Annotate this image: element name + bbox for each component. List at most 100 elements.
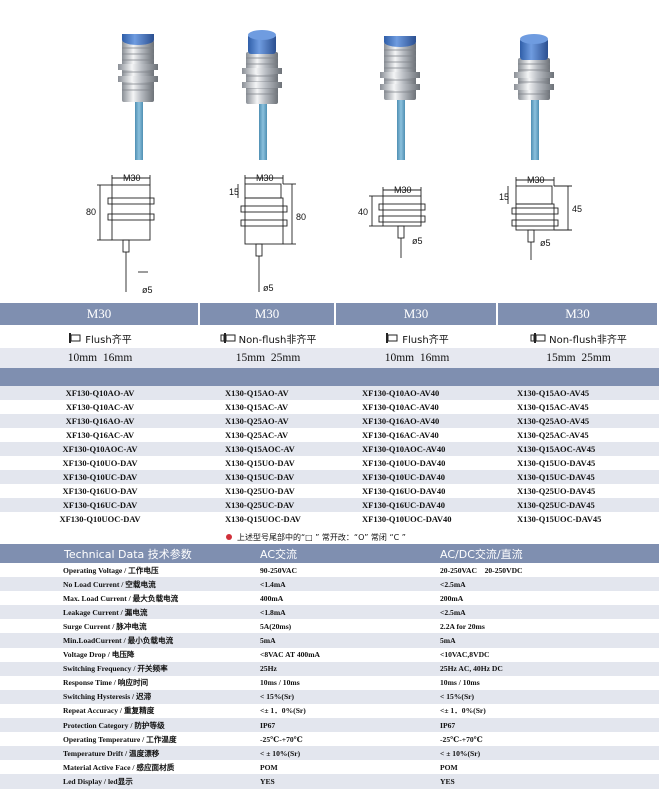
spec-acdc-value: <2.5mA: [440, 607, 466, 617]
part-number: X130-Q25AC-AV: [225, 430, 289, 440]
part-number: X130-Q15UC-DAV45: [517, 472, 595, 482]
drawing-1-80: 80: [86, 207, 96, 217]
part-number: XF130-Q16AC-AV40: [362, 430, 439, 440]
spec-acdc-value: 5mA: [440, 636, 456, 646]
drawing-4-phi5: ø5: [540, 238, 551, 248]
part-number: XF130-Q10AC-AV: [65, 402, 135, 412]
part-number: XF130-Q16AO-AV: [65, 416, 135, 426]
range-cell: 10mm 16mm: [384, 352, 450, 364]
part-number: XF130-Q10UOC-DAV40: [362, 514, 452, 524]
spec-ac-value: <± 1．0%(Sr): [260, 706, 306, 716]
mount-type-row: Flush齐平 Non-flush非齐平 Flush齐平 Non-flush非齐…: [0, 327, 659, 349]
part-number: XF130-Q10AOC-AV: [62, 444, 138, 454]
spec-acdc-value: POM: [440, 762, 458, 772]
part-number: XF130-Q10UC-DAV40: [362, 472, 445, 482]
part-number: XF130-Q10AO-AV: [65, 388, 135, 398]
range-cell: 15mm 25mm: [546, 352, 611, 364]
model-cell: M30: [498, 303, 659, 325]
spec-ac-value: < 15%(Sr): [260, 692, 295, 702]
separator-band: [0, 368, 659, 386]
part-number: X130-Q15AC-AV45: [517, 402, 589, 412]
part-number: X130-Q25AC-AV45: [517, 430, 589, 440]
drawing-2-15: 15: [229, 187, 239, 197]
part-number: X130-Q15UC-DAV: [225, 472, 295, 482]
spec-ac-value: YES: [260, 776, 275, 786]
drawing-4: [507, 177, 572, 260]
spec-acdc-value: 20-250VAC 20-250VDC: [440, 565, 523, 575]
spec-ac-value: -25℃-+70℃: [260, 734, 303, 744]
drawing-3-40: 40: [358, 207, 368, 217]
sensing-range-row: 10mm 16mm 15mm 25mm 10mm 16mm 15mm 25mm: [0, 348, 659, 368]
sensor-photo-nonflush-2: [514, 34, 554, 160]
drawing-2-m30: M30: [256, 173, 274, 183]
part-number: X130-Q15AOC-AV: [225, 444, 295, 454]
part-number: X130-Q25AO-AV45: [517, 416, 590, 426]
mount-type-label: Non-flush非齐平: [549, 334, 627, 346]
spec-ac-value: <1.4mA: [260, 579, 286, 589]
spec-label: Repeat Accuracy / 重复精度: [63, 706, 155, 716]
mount-type-cell: Flush齐平: [336, 327, 498, 349]
spec-ac-value: 10ms / 10ms: [260, 678, 300, 688]
spec-ac-value: 25Hz: [260, 664, 277, 674]
table-row: No Load Current / 空载电流 <1.4mA <2.5mA: [0, 577, 659, 592]
spec-label: Leakage Current / 漏电流: [63, 607, 148, 617]
spec-label: Protection Category / 防护等级: [63, 720, 165, 730]
part-number: X130-Q15AOC-AV45: [517, 444, 596, 454]
drawing-4-15: 15: [499, 192, 509, 202]
mount-type-label: Flush齐平: [402, 334, 449, 346]
part-number: X130-Q15UO-DAV: [225, 458, 295, 468]
spec-label: Switching Frequency / 开关频率: [63, 664, 168, 674]
note-text: 上述型号尾部中的“□ ” 常开改：“O” 常闭 “C ”: [237, 532, 406, 542]
drawing-2: [237, 175, 296, 292]
drawing-2-80: 80: [296, 212, 306, 222]
table-row: Leakage Current / 漏电流 <1.8mA <2.5mA: [0, 605, 659, 620]
part-number: X130-Q15UOC-DAV45: [517, 514, 602, 524]
spec-ac-value: <8VAC AT 400mA: [260, 650, 321, 660]
part-number: X130-Q15UOC-DAV: [225, 514, 301, 524]
non-flush-icon: [530, 333, 546, 343]
part-number: X130-Q15AC-AV: [225, 402, 289, 412]
range-cell: 10mm 16mm: [67, 352, 133, 364]
spec-label: Switching Hysteresis / 迟滞: [63, 692, 152, 702]
drawing-4-45: 45: [572, 204, 582, 214]
model-cell: M30: [336, 303, 498, 325]
range-cell: 15mm 25mm: [235, 352, 301, 364]
spec-ac-value: <1.8mA: [260, 607, 286, 617]
spec-acdc-value: 25Hz AC, 40Hz DC: [440, 664, 503, 674]
spec-label: No Load Current / 空载电流: [63, 579, 156, 589]
spec-label: Operating Temperature / 工作温度: [63, 734, 177, 744]
drawing-3-phi5: ø5: [412, 236, 423, 246]
table-row: Switching Hysteresis / 迟滞< 15%(Sr)< 15%(…: [0, 689, 659, 704]
drawing-1: [97, 175, 155, 292]
part-number: X130-Q15AO-AV45: [517, 388, 590, 398]
spec-acdc-value: -25℃-+70℃: [440, 734, 483, 744]
technical-data-title: Technical Data 技术参数: [64, 547, 192, 561]
model-row: M30 M30 M30 M30: [0, 303, 659, 325]
spec-label: Temperature Drift / 温度漂移: [63, 748, 160, 758]
spec-label: Response Time / 响应时间: [63, 678, 149, 688]
spec-acdc-value: <2.5mA: [440, 579, 466, 589]
spec-label: Operating Voltage / 工作电压: [63, 565, 159, 575]
sensor-photo-flush-1: [118, 34, 158, 160]
part-number: XF130-Q10AOC-AV40: [362, 444, 446, 454]
part-number: XF130-Q10UO-DAV40: [362, 458, 446, 468]
part-number: X130-Q15UO-DAV45: [517, 458, 596, 468]
spec-label: Material Active Face / 感应面材质: [63, 762, 175, 772]
mount-type-label: Non-flush非齐平: [238, 334, 317, 346]
drawing-4-m30: M30: [527, 175, 545, 185]
flush-icon: [386, 333, 398, 343]
technical-data-header: Technical Data 技术参数 AC交流 AC/DC交流/直流: [0, 544, 659, 563]
part-number: X130-Q25UC-DAV45: [517, 500, 595, 510]
part-number: XF130-Q16AO-AV40: [362, 416, 440, 426]
